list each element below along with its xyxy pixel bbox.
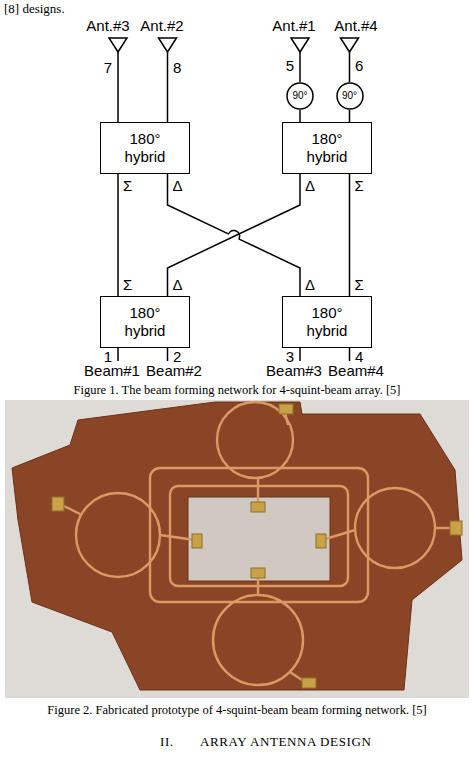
ring-hybrid xyxy=(355,488,435,568)
beam-ports xyxy=(118,348,350,361)
copper-trace xyxy=(435,527,452,529)
board-cutout xyxy=(188,497,330,581)
difference-port: Δ xyxy=(304,178,316,195)
ring-hybrid xyxy=(217,402,293,478)
hybrid-box: 180° hybrid xyxy=(282,122,372,174)
ring-hybrid xyxy=(76,493,160,577)
transmission-line xyxy=(117,174,119,296)
port-line xyxy=(117,348,119,361)
figure-caption: Figure 1. The beam forming network for 4… xyxy=(74,383,401,398)
antenna-symbol xyxy=(341,38,359,52)
feed-line xyxy=(117,52,119,122)
sma-connector xyxy=(279,404,293,414)
port-number: 5 xyxy=(285,58,295,75)
transmission-line xyxy=(349,110,351,122)
transmission-line xyxy=(299,110,301,122)
port-line xyxy=(349,348,351,361)
hybrid-box: 180° hybrid xyxy=(100,122,190,174)
photo-background xyxy=(5,400,469,698)
phase-shifter-circle: 90° xyxy=(286,82,314,110)
transmission-line xyxy=(168,174,301,296)
transmission-line xyxy=(349,174,351,296)
copper-trace xyxy=(160,535,195,540)
antenna-label: Ant.#1 xyxy=(271,18,316,35)
antenna-symbol xyxy=(291,38,309,52)
section-heading: ARRAY ANTENNA DESIGN xyxy=(200,734,371,750)
difference-port: Δ xyxy=(304,277,316,294)
sum-port: Σ xyxy=(122,277,133,294)
sum-port: Σ xyxy=(354,178,365,195)
antenna-symbol xyxy=(109,38,127,52)
circle-shape xyxy=(337,83,363,109)
sma-connector xyxy=(251,568,265,578)
figure-caption: Figure 2. Fabricated prototype of 4-squi… xyxy=(47,703,426,718)
hybrid-label: 180° hybrid xyxy=(115,130,175,166)
antenna-symbols xyxy=(109,38,359,52)
sma-connector xyxy=(450,521,462,535)
antenna-feeds xyxy=(118,52,350,122)
beam-label: Beam#3 xyxy=(265,363,323,380)
transmission-line xyxy=(168,174,301,296)
phase-label: 90° xyxy=(292,91,307,101)
feed-line xyxy=(167,52,169,122)
hybrid-box: 180° hybrid xyxy=(100,296,190,348)
copper-trace xyxy=(62,505,82,515)
feed-line xyxy=(349,52,351,82)
circle-shape xyxy=(287,83,313,109)
prototype-photo xyxy=(5,400,469,698)
phase-label: 90° xyxy=(342,91,357,101)
port-line xyxy=(299,348,301,361)
sum-port: Σ xyxy=(122,178,133,195)
section-number: II. xyxy=(160,734,174,750)
pcb-board xyxy=(12,402,462,690)
port-line xyxy=(167,348,169,361)
antenna-label: Ant.#2 xyxy=(139,18,184,35)
sma-connector xyxy=(52,497,64,511)
port-number: 6 xyxy=(354,58,364,75)
ring-hybrid xyxy=(213,595,303,685)
feed-line xyxy=(299,52,301,82)
port-number: 8 xyxy=(172,60,182,77)
antenna-symbol xyxy=(159,38,177,52)
antenna-label: Ant.#3 xyxy=(85,18,130,35)
port-number: 7 xyxy=(103,60,113,77)
antenna-label: Ant.#4 xyxy=(333,18,378,35)
copper-trace xyxy=(322,530,355,540)
sma-connector xyxy=(192,534,202,548)
hybrid-label: 180° hybrid xyxy=(115,304,175,340)
hybrid-box: 180° hybrid xyxy=(282,296,372,348)
difference-port: Δ xyxy=(172,178,184,195)
beam-label: Beam#4 xyxy=(327,363,385,380)
beam-label: Beam#1 xyxy=(83,363,141,380)
copper-trace xyxy=(257,478,259,505)
copper-trace xyxy=(150,468,368,602)
hybrid-label: 180° hybrid xyxy=(297,130,357,166)
beam-label: Beam#2 xyxy=(145,363,203,380)
sma-connectors xyxy=(52,404,462,688)
sma-connector xyxy=(251,502,265,512)
body-text: [8] designs. xyxy=(4,1,65,17)
difference-port: Δ xyxy=(172,277,184,294)
copper-traces xyxy=(62,402,452,685)
hybrid-label: 180° hybrid xyxy=(297,304,357,340)
sum-port: Σ xyxy=(354,277,365,294)
sma-connector xyxy=(316,534,326,548)
phase-shifter-circle: 90° xyxy=(336,82,364,110)
sma-connector xyxy=(302,678,316,688)
